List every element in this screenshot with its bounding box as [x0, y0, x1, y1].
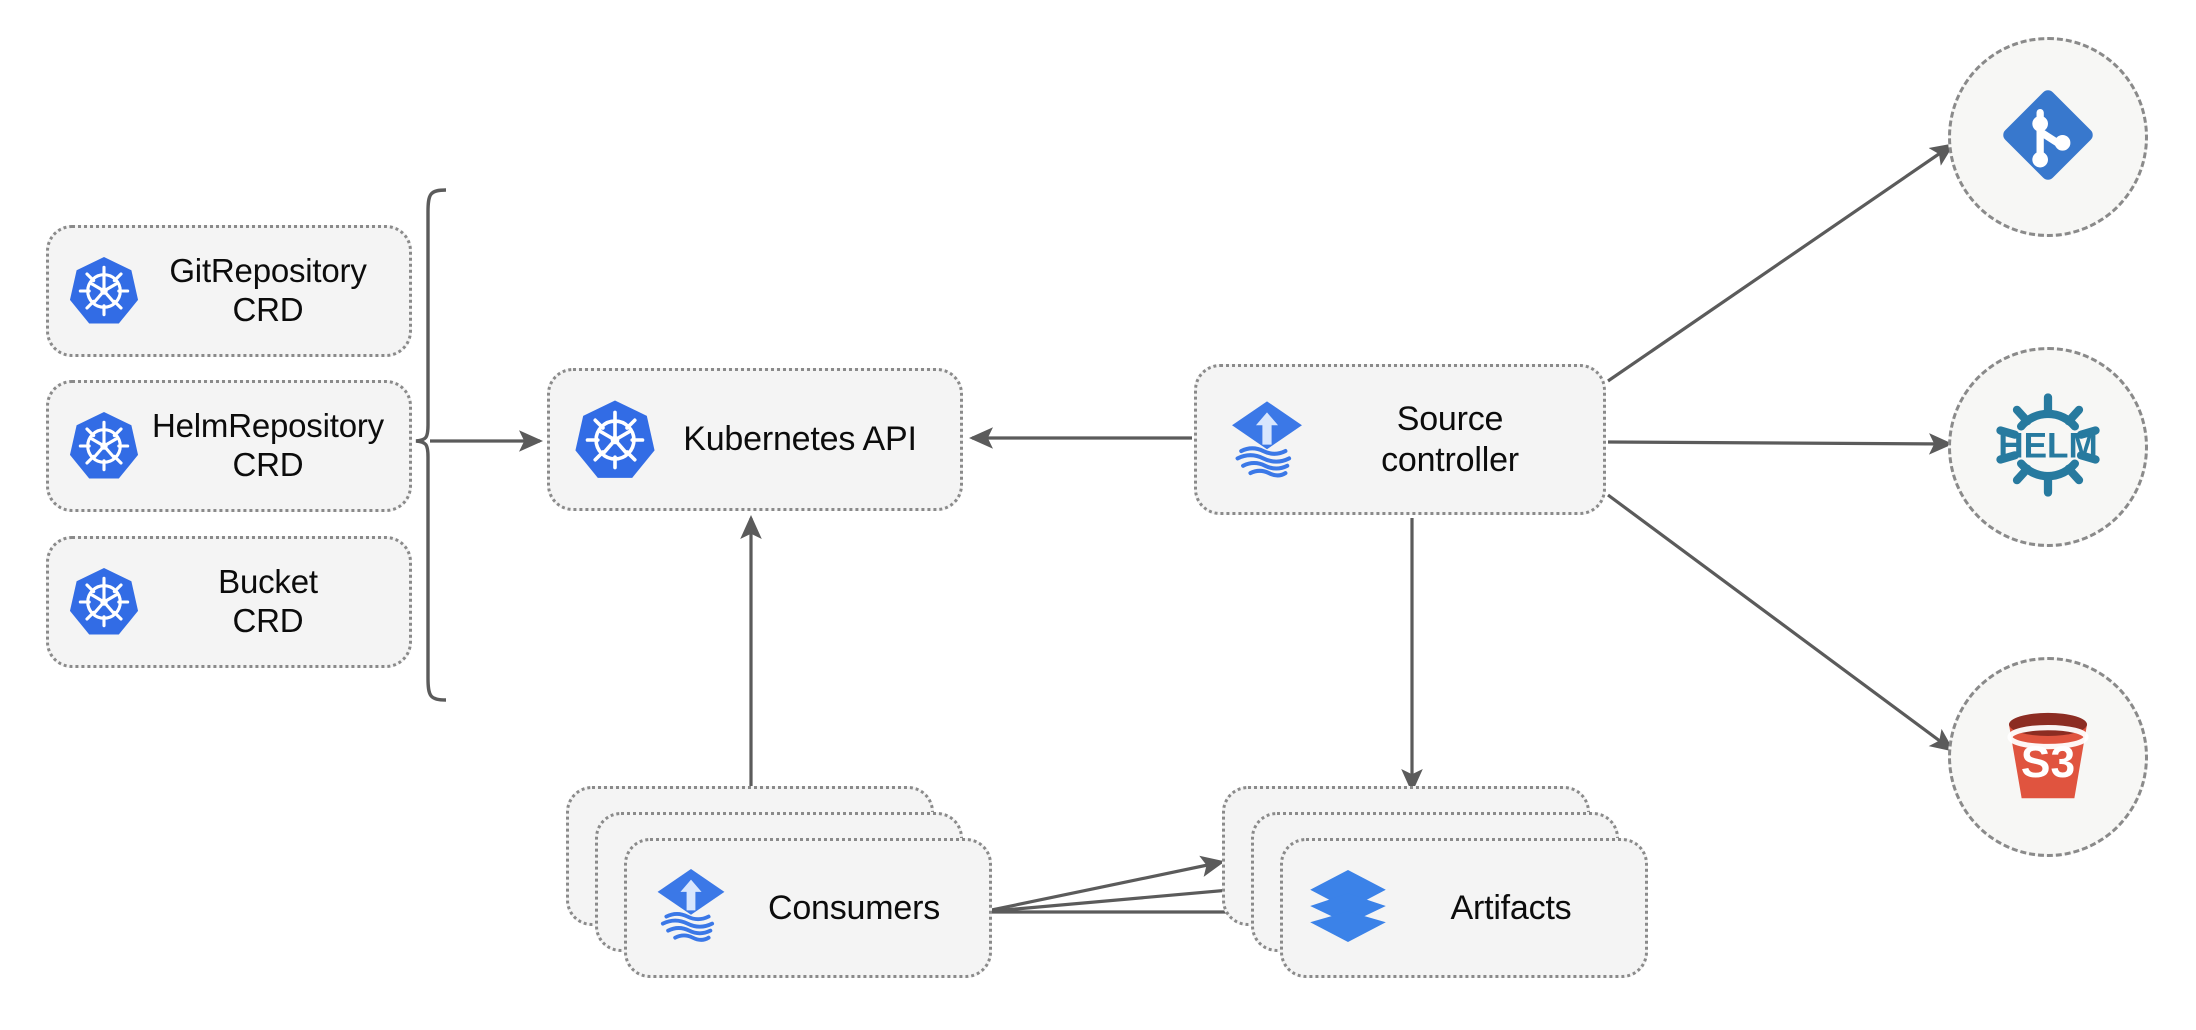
crd-box-gitrepository[interactable]: GitRepository CRD [46, 225, 412, 357]
layers-icon [1303, 861, 1393, 956]
crd-label: GitRepository CRD [169, 252, 367, 328]
edge-consumers-to-artifacts-2 [981, 879, 1255, 914]
node-source-controller[interactable]: Source controller [1194, 364, 1606, 515]
node-kubernetes-api[interactable]: Kubernetes API [547, 368, 963, 511]
s3-bucket-icon: S3 [1990, 697, 2106, 818]
flux-icon [1221, 394, 1313, 486]
s3-label: S3 [2021, 738, 2075, 787]
crd-group-brace [415, 188, 447, 702]
crd-box-bucket[interactable]: Bucket CRD [46, 536, 412, 668]
flux-icon [647, 862, 735, 955]
edge-consumers-to-artifacts-1 [981, 855, 1225, 914]
crd-label: HelmRepository CRD [152, 407, 384, 483]
external-node-helm[interactable]: HELM [1948, 347, 2148, 547]
node-label: Artifacts [1450, 888, 1572, 927]
kubernetes-icon [572, 397, 658, 483]
kubernetes-icon [67, 254, 141, 328]
crd-box-helmrepository[interactable]: HelmRepository CRD [46, 380, 412, 512]
consumers-card-front[interactable]: Consumers [624, 838, 992, 978]
edge-source-to-s3 [1607, 493, 1955, 752]
edge-source-to-helm [1607, 433, 1953, 455]
external-node-s3[interactable]: S3 [1948, 657, 2148, 857]
node-label: Kubernetes API [683, 420, 917, 459]
node-label: Source controller [1381, 400, 1519, 479]
external-node-git[interactable] [1948, 37, 2148, 237]
artifacts-card-front[interactable]: Artifacts [1280, 838, 1648, 978]
kubernetes-icon [67, 409, 141, 483]
crd-label: Bucket CRD [218, 563, 318, 639]
kubernetes-icon [67, 565, 141, 639]
node-label: Consumers [767, 888, 941, 927]
helm-icon: HELM [1986, 383, 2110, 512]
git-icon [1992, 79, 2104, 196]
helm-label: HELM [1998, 426, 2098, 465]
edge-source-to-git [1607, 143, 1955, 383]
